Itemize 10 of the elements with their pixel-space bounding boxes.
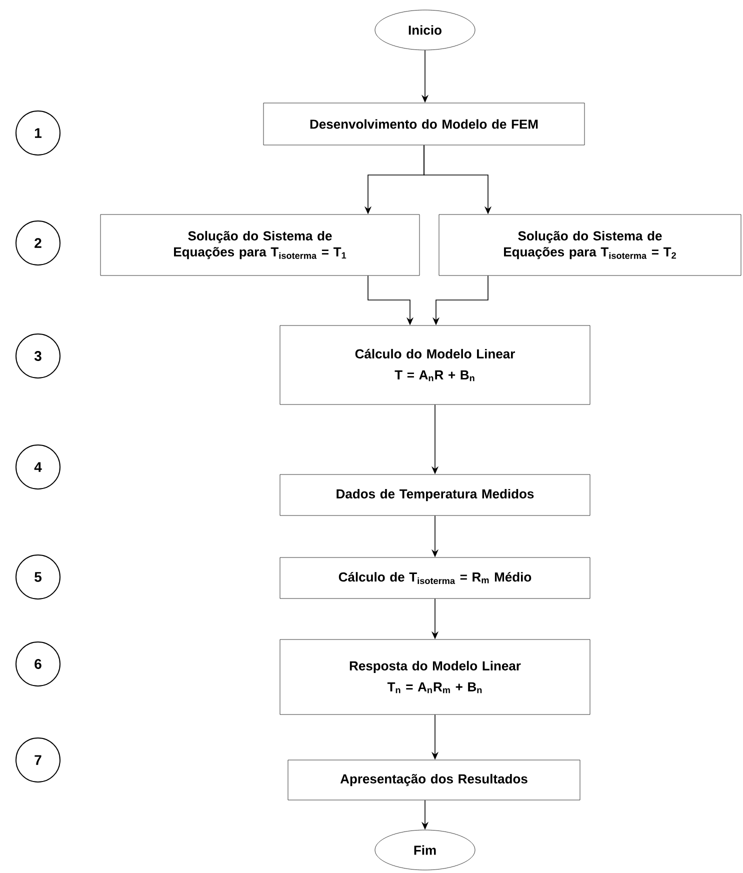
process-box: Cálculo do Modelo Linear T = A$_{n}$R + B$_{n}$ [280,325,590,405]
process-box: Resposta do Modelo Linear T$_{n}$ = A$_{n}$R$_{m}$ + B$_{n}$ [280,639,590,715]
terminal-oval: Fim [374,830,476,870]
process-box: Solução do Sistema de Equações para T$_{isoterma}$ = T$_{2}$ [438,214,742,276]
terminal-oval: Inicio [374,10,476,50]
process-box: Dados de Temperatura Medidos [280,474,590,516]
process-box: Desenvolvimento do Modelo de FEM [263,102,585,146]
process-box: Apresentação dos Resultados [288,760,580,800]
process-box: Solução do Sistema de Equações para T$_{isoterma}$ = T$_{1}$ [100,214,420,276]
process-box: Cálculo de T$_{isoterma}$ = R$_{m}$ Médio [280,557,590,599]
